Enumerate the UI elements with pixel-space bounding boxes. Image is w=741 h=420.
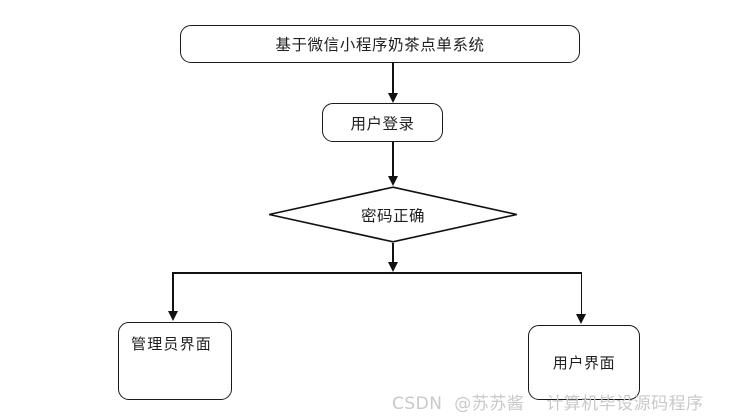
connector-login-to-decision [392, 142, 394, 177]
watermark-author: @苏苏酱 [454, 394, 525, 414]
connector-title-to-login [392, 63, 394, 94]
connector-bus-to-user [580, 272, 583, 315]
arrowhead-title-to-login [387, 93, 398, 103]
node-password-correct[interactable]: 密码正确 [268, 186, 518, 243]
csdn-watermark: CSDN @苏苏酱 计算机毕设源码程序 [392, 389, 704, 414]
connector-branch-bus [173, 272, 582, 274]
watermark-site: CSDN [392, 394, 443, 414]
node-user-login[interactable]: 用户登录 [322, 103, 443, 142]
node-title-system-label: 基于微信小程序奶茶点单系统 [275, 36, 485, 54]
connector-bus-to-admin [172, 272, 174, 312]
node-password-correct-label: 密码正确 [360, 206, 425, 225]
connector-decision-to-bus [392, 243, 394, 265]
node-user-login-label: 用户登录 [350, 114, 415, 133]
diamond-shape-icon [269, 186, 517, 243]
arrowhead-decision-to-bus [387, 262, 398, 272]
node-user-interface[interactable]: 用户界面 [528, 325, 640, 400]
arrowhead-bus-to-admin [167, 311, 178, 321]
node-admin-interface[interactable]: 管理员界面 [118, 322, 232, 400]
arrowhead-bus-to-user [575, 314, 586, 324]
watermark-tagline: 计算机毕设源码程序 [546, 394, 704, 414]
node-user-interface-label: 用户界面 [552, 354, 616, 372]
arrowhead-login-to-decision [387, 176, 398, 186]
node-title-system[interactable]: 基于微信小程序奶茶点单系统 [180, 25, 580, 63]
node-admin-interface-label: 管理员界面 [131, 335, 213, 353]
